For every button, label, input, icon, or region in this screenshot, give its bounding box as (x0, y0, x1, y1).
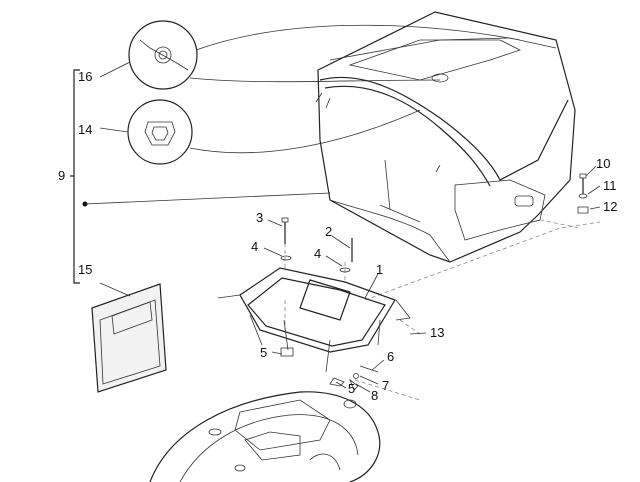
detail-circle-badge (99, 99, 421, 165)
callout-11: 11 (603, 178, 617, 193)
top-case (315, 11, 576, 263)
callout-6: 6 (387, 349, 394, 364)
callout-5b: 5 (348, 381, 355, 396)
callout-14: 14 (78, 122, 92, 137)
small-fasteners (329, 365, 379, 391)
callout-3: 3 (256, 210, 263, 225)
document-bag (91, 282, 167, 393)
fastener-set-right (577, 173, 589, 214)
callout-12: 12 (603, 199, 617, 214)
callout-2: 2 (325, 224, 332, 239)
callout-7: 7 (382, 378, 389, 393)
callout-9: 9 (58, 168, 65, 183)
callout-8: 8 (371, 388, 378, 403)
bolt-left (280, 217, 292, 261)
callout-5a: 5 (260, 345, 267, 360)
label-leaders (263, 165, 601, 393)
dashed-leaders (284, 219, 601, 401)
bolt-right (339, 238, 353, 273)
luggage-rack (217, 267, 411, 373)
callout-1: 1 (376, 262, 383, 277)
callout-labels: 1 2 3 4 4 5 5 6 7 8 9 10 11 12 13 14 15 … (58, 69, 617, 403)
group-bracket (70, 69, 331, 284)
callout-16: 16 (78, 69, 92, 84)
scooter-rear-body (149, 391, 381, 482)
callout-13: 13 (430, 325, 444, 340)
detail-circle-lock (99, 20, 521, 90)
callout-4a: 4 (251, 239, 258, 254)
callout-10: 10 (596, 156, 610, 171)
callout-4b: 4 (314, 246, 321, 261)
callout-15: 15 (78, 262, 92, 277)
